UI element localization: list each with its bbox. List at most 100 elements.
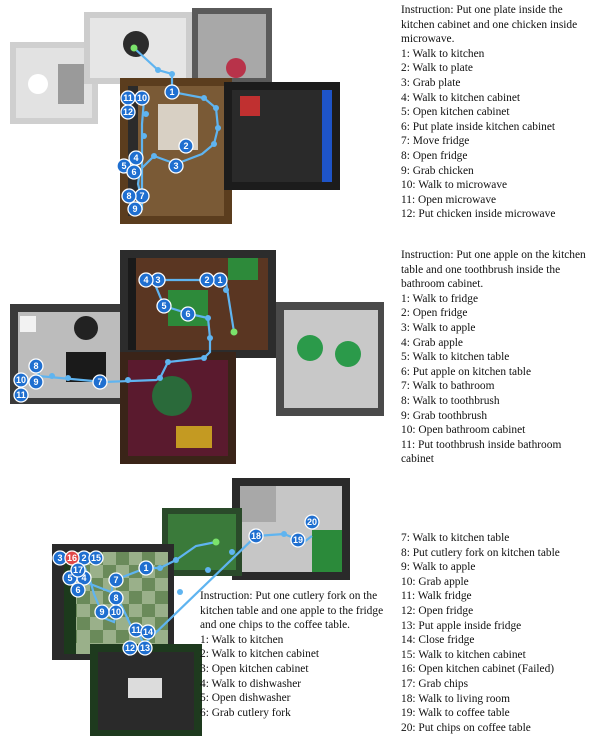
svg-text:11: 11 <box>131 625 141 635</box>
instruction-block-1: Instruction: Put one plate inside the ki… <box>401 3 585 222</box>
step-node-4: 4 <box>128 150 144 166</box>
floorplan-map-1: 1 2 3 4 5 6 7 8 9 10 11 12 <box>10 8 340 224</box>
svg-text:20: 20 <box>307 517 317 527</box>
step-item: 2: Walk to plate <box>401 62 473 75</box>
step-item: 10: Walk to microwave <box>401 179 508 192</box>
step-node-1: 1 <box>212 272 228 288</box>
step-list: 1: Walk to kitchen 2: Walk to plate 3: G… <box>401 47 585 222</box>
step-node-14: 14 <box>140 624 156 640</box>
step-item: 9: Grab chicken <box>401 164 474 177</box>
svg-text:19: 19 <box>293 535 303 545</box>
step-item: 11: Walk fridge <box>401 590 472 603</box>
step-node-13: 13 <box>137 640 153 656</box>
step-node-6: 6 <box>126 164 142 180</box>
step-item: 7: Walk to kitchen table <box>401 532 510 544</box>
svg-text:5: 5 <box>67 573 72 583</box>
step-node-6: 6 <box>70 582 86 598</box>
svg-text:6: 6 <box>185 309 190 319</box>
step-item: 20: Put chips on coffee table <box>401 721 531 734</box>
svg-text:11: 11 <box>123 93 133 103</box>
step-node-9: 9 <box>127 201 143 217</box>
svg-text:3: 3 <box>173 161 178 171</box>
floorplan-map-3: 1 2 3 4 5 6 7 8 9 10 11 12 13 14 15 16 1… <box>52 478 350 736</box>
step-node-20: 20 <box>304 514 320 530</box>
step-node-9: 9 <box>94 604 110 620</box>
step-item: 10: Grab apple <box>401 575 469 588</box>
step-item: 2: Walk to kitchen cabinet <box>200 648 320 661</box>
step-item: 7: Move fridge <box>401 135 470 148</box>
step-node-16-failed: 16 <box>64 550 80 566</box>
step-node-2: 2 <box>199 272 215 288</box>
step-item: 3: Open kitchen cabinet <box>200 662 309 675</box>
step-node-12: 12 <box>120 104 136 120</box>
svg-text:4: 4 <box>143 275 148 285</box>
svg-text:1: 1 <box>217 275 222 285</box>
step-item: 1: Walk to fridge <box>401 292 479 305</box>
svg-text:8: 8 <box>33 361 38 371</box>
step-node-10: 10 <box>134 90 150 106</box>
step-node-8: 8 <box>108 590 124 606</box>
step-list: 7: Walk to kitchen table 8: Put cutlery … <box>401 531 587 735</box>
svg-text:9: 9 <box>132 204 137 214</box>
svg-text:2: 2 <box>204 275 209 285</box>
step-node-8: 8 <box>28 358 44 374</box>
svg-text:3: 3 <box>57 553 62 563</box>
step-item: 8: Open fridge <box>401 149 468 162</box>
step-node-7: 7 <box>92 374 108 390</box>
step-node-10: 10 <box>108 604 124 620</box>
step-item: 8: Walk to toothbrush <box>401 394 500 407</box>
step-item: 12: Open fridge <box>401 604 474 617</box>
step-item: 11: Put toothbrush inside bathroom cabin… <box>401 438 562 466</box>
step-item: 3: Grab plate <box>401 76 461 89</box>
svg-text:5: 5 <box>121 161 126 171</box>
step-item: 16: Open kitchen cabinet (Failed) <box>401 663 555 676</box>
step-item: 14: Close fridge <box>401 634 475 647</box>
step-item: 6: Put plate inside kitchen cabinet <box>401 120 556 133</box>
svg-text:8: 8 <box>113 593 118 603</box>
step-item: 1: Walk to kitchen <box>200 633 284 646</box>
svg-text:13: 13 <box>140 643 150 653</box>
step-node-1: 1 <box>164 84 180 100</box>
svg-text:10: 10 <box>137 93 147 103</box>
step-item: 11: Open microwave <box>401 193 497 206</box>
svg-text:8: 8 <box>126 191 131 201</box>
step-item: 4: Grab apple <box>401 336 463 349</box>
step-item: 6: Put apple on kitchen table <box>401 365 532 378</box>
step-node-11: 11 <box>120 90 136 106</box>
svg-text:4: 4 <box>133 153 138 163</box>
svg-text:4: 4 <box>81 573 86 583</box>
step-item: 8: Put cutlery fork on kitchen table <box>401 546 560 559</box>
svg-text:7: 7 <box>139 191 144 201</box>
step-node-5: 5 <box>156 298 172 314</box>
step-node-1: 1 <box>138 560 154 576</box>
instruction-block-3-continued: 7: Walk to kitchen table 8: Put cutlery … <box>401 531 587 735</box>
step-item: 4: Walk to kitchen cabinet <box>401 91 521 104</box>
step-node-2: 2 <box>178 138 194 154</box>
step-item: 5: Open kitchen cabinet <box>401 106 510 119</box>
svg-text:9: 9 <box>99 607 104 617</box>
start-marker <box>212 538 220 546</box>
svg-text:12: 12 <box>123 107 133 117</box>
svg-text:11: 11 <box>16 390 26 400</box>
step-item: 10: Open bathroom cabinet <box>401 424 526 437</box>
instruction-text: Instruction: Put one apple on the kitche… <box>401 249 586 291</box>
step-node-4: 4 <box>138 272 154 288</box>
step-list: 1: Walk to kitchen 2: Walk to kitchen ca… <box>200 633 396 721</box>
step-item: 18: Walk to living room <box>401 692 510 705</box>
svg-text:9: 9 <box>33 377 38 387</box>
step-item: 6: Grab cutlery fork <box>200 706 291 719</box>
step-item: 5: Open dishwasher <box>200 692 291 705</box>
svg-text:15: 15 <box>91 553 101 563</box>
step-node-8: 8 <box>121 188 137 204</box>
step-item: 15: Walk to kitchen cabinet <box>401 648 526 661</box>
step-node-7: 7 <box>108 572 124 588</box>
step-item: 17: Grab chips <box>401 677 469 690</box>
start-marker <box>230 328 238 336</box>
svg-text:6: 6 <box>131 167 136 177</box>
svg-text:7: 7 <box>113 575 118 585</box>
step-item: 4: Walk to dishwasher <box>200 677 302 690</box>
instruction-block-2: Instruction: Put one apple on the kitche… <box>401 248 587 467</box>
step-node-12: 12 <box>122 640 138 656</box>
svg-text:2: 2 <box>183 141 188 151</box>
svg-text:16: 16 <box>67 553 77 563</box>
